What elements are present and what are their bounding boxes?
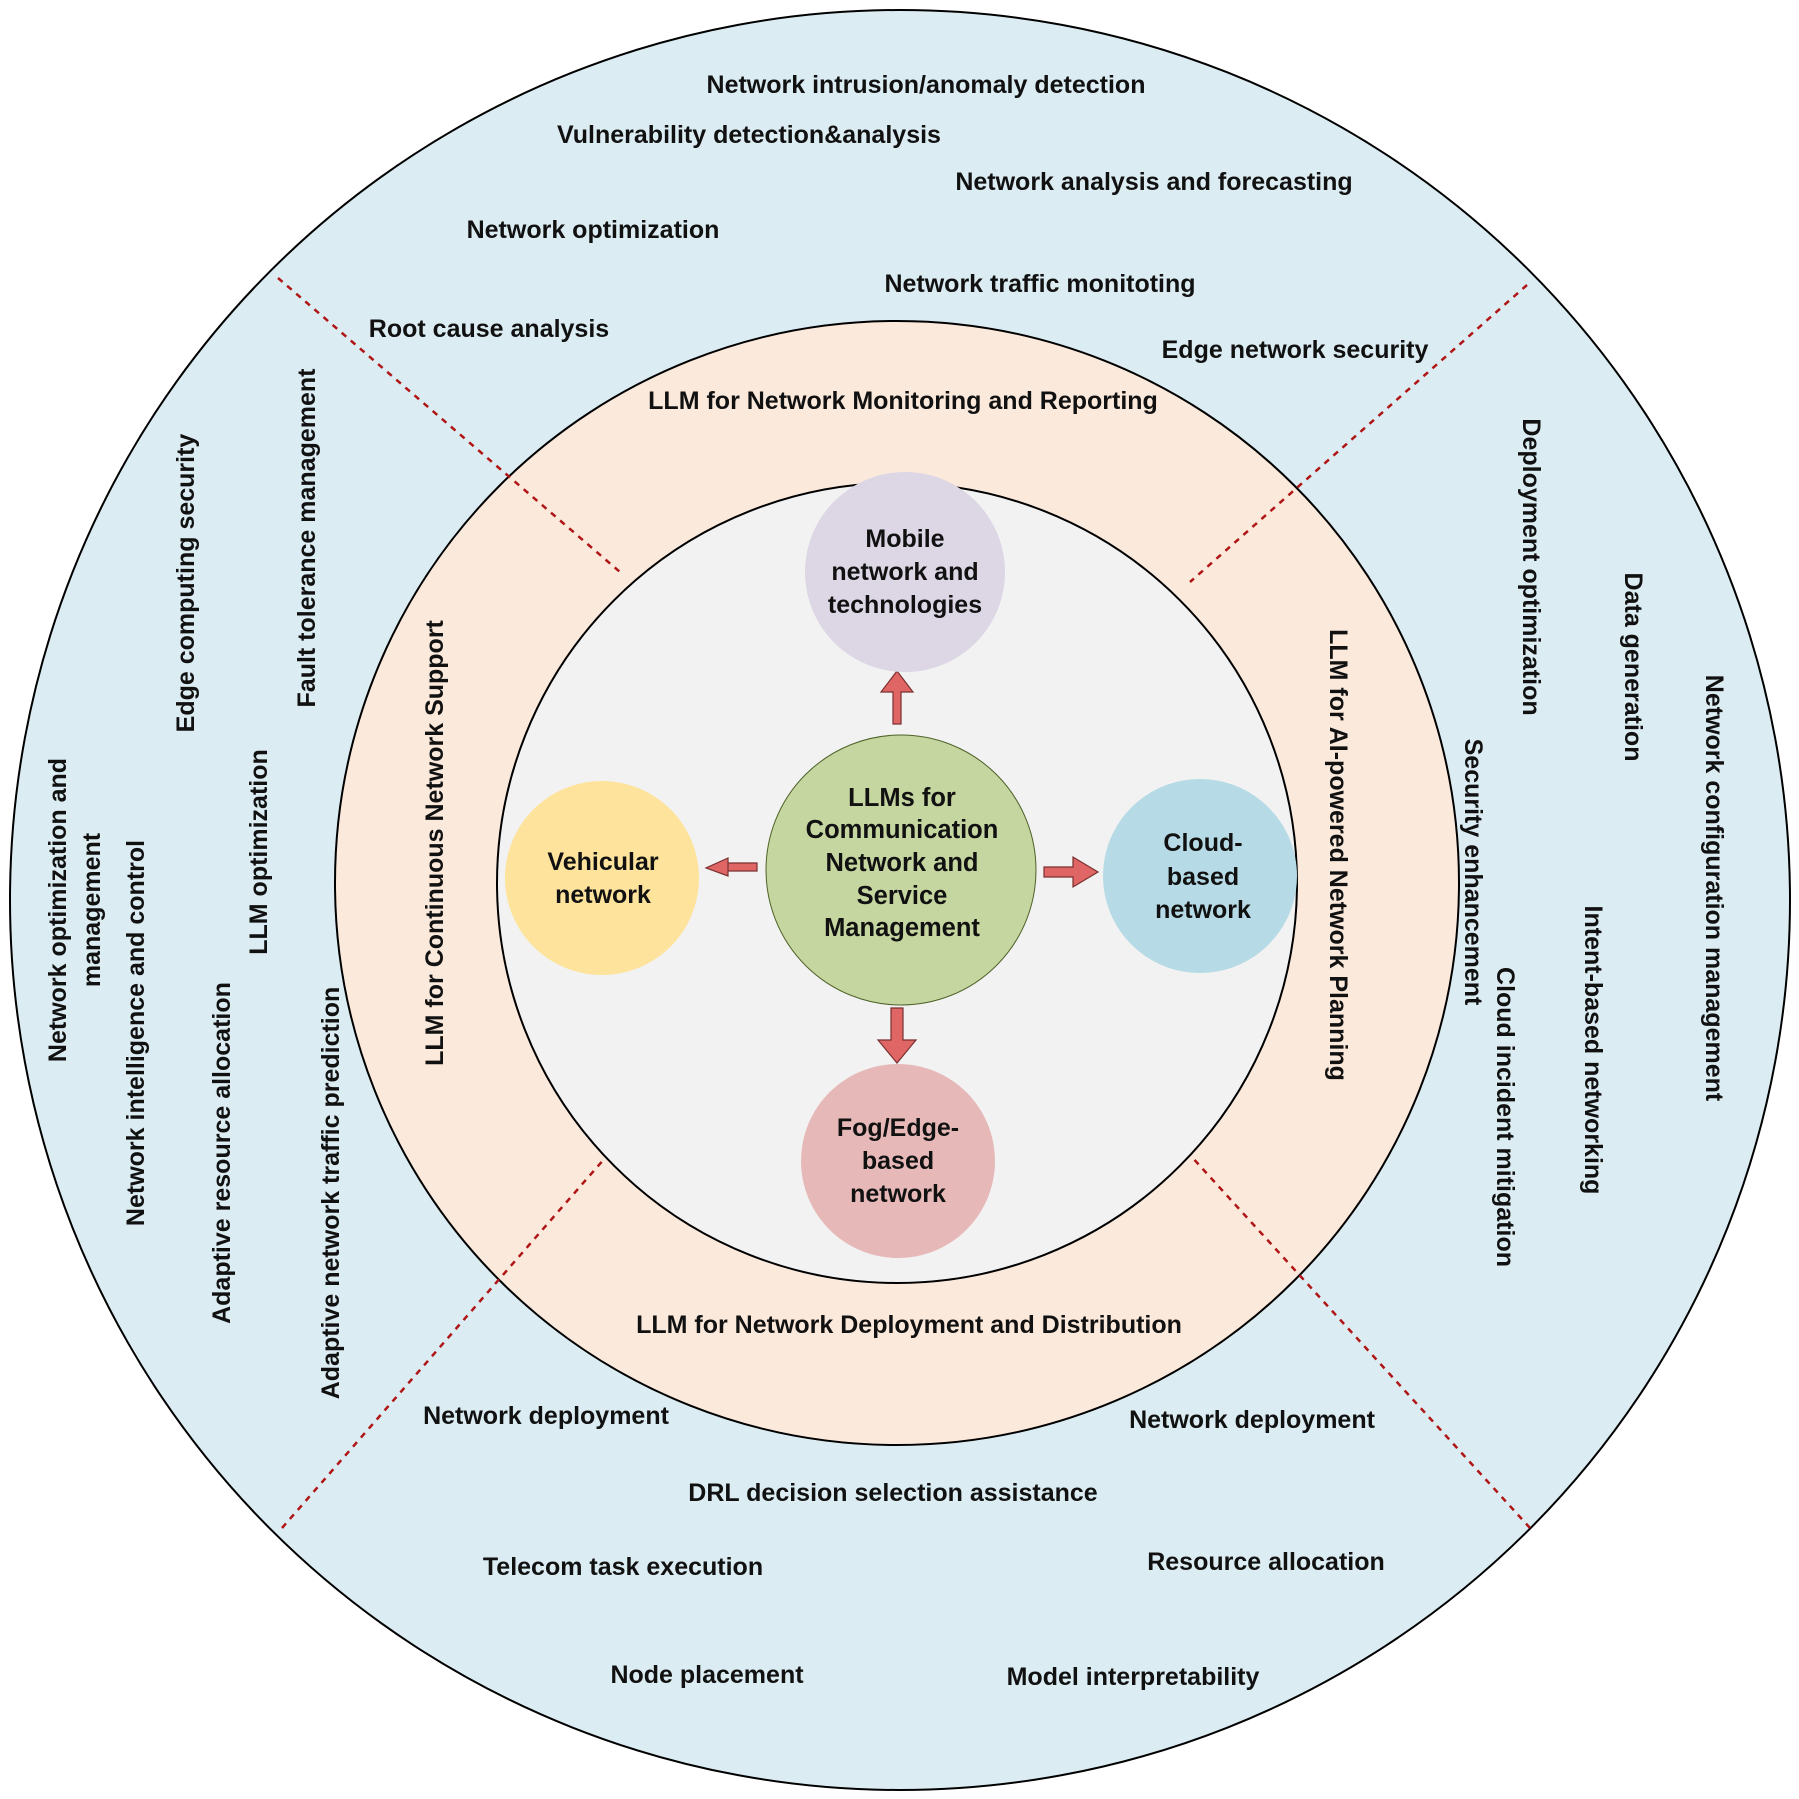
outer-item-network-analysis-forecasting: Network analysis and forecasting (955, 168, 1352, 196)
arrows (704, 670, 1100, 1064)
outer-item-network-optimization: Network optimization (467, 216, 720, 244)
outer-item-fault-tolerance-management: Fault tolerance management (293, 368, 321, 708)
outer-item-security-enhancement: Security enhancement (1459, 739, 1487, 1006)
center-label-line-1: LLMs for (848, 784, 956, 812)
outer-item-adaptive-resource-allocation: Adaptive resource allocation (208, 982, 236, 1324)
divider-top-right (1189, 284, 1528, 583)
arrow-right (1043, 855, 1100, 889)
outer-item-model-interpretability: Model interpretability (1007, 1663, 1260, 1691)
outer-item-root-cause-analysis: Root cause analysis (369, 315, 609, 343)
outer-item-llm-optimization: LLM optimization (245, 749, 273, 955)
mobile-network-label-line-3: technologies (828, 591, 982, 619)
outer-item-drl-decision-selection: DRL decision selection assistance (688, 1479, 1098, 1507)
outer-bottom-items: Network deployment Network deployment DR… (423, 1402, 1385, 1691)
cloud-based-network-label: Cloud- based network (1155, 829, 1251, 924)
outer-item-adaptive-network-traffic-prediction: Adaptive network traffic prediction (317, 987, 345, 1400)
center-label: LLMs for Communication Network and Servi… (806, 784, 999, 942)
outer-item-network-deployment-right: Network deployment (1129, 1406, 1376, 1434)
quadrant-dividers (277, 277, 1531, 1529)
middle-ring-labels: LLM for Network Monitoring and Reporting… (421, 387, 1352, 1339)
outer-item-edge-network-security: Edge network security (1162, 336, 1429, 364)
mobile-network-label: Mobile network and technologies (828, 525, 982, 619)
vehicular-network-circle (505, 781, 699, 975)
arrow-down (876, 1007, 918, 1064)
outer-item-network-deployment-left: Network deployment (423, 1402, 670, 1430)
arrow-up (879, 670, 915, 725)
cloud-based-network-label-line-2: based (1167, 863, 1239, 891)
outer-item-network-optimization-management-2: management (78, 832, 106, 987)
outer-item-edge-computing-security: Edge computing security (172, 434, 200, 733)
mobile-network-label-line-1: Mobile (865, 525, 944, 553)
fog-edge-network-circle (801, 1064, 995, 1258)
outer-item-intent-based-networking: Intent-based networking (1579, 906, 1607, 1195)
outer-item-network-traffic-monitoring: Network traffic monitoting (884, 270, 1195, 298)
divider-bottom-right (1189, 1154, 1531, 1529)
cloud-based-network-circle (1103, 779, 1297, 973)
center-circle (765, 734, 1037, 1006)
outer-item-data-generation: Data generation (1619, 573, 1647, 762)
outer-top-items: Network intrusion/anomaly detection Vuln… (369, 71, 1429, 364)
vehicular-network-label-line-1: Vehicular (547, 848, 658, 876)
vehicular-network-label-line-2: network (555, 881, 651, 909)
ring-label-monitoring-reporting: LLM for Network Monitoring and Reporting (648, 387, 1158, 415)
center-label-line-3: Network and (825, 849, 978, 877)
ring-label-continuous-network-support: LLM for Continuous Network Support (421, 619, 449, 1065)
fog-edge-network-label-line-2: based (862, 1147, 934, 1175)
arrow-left (704, 857, 758, 877)
cloud-based-network-label-line-1: Cloud- (1163, 829, 1242, 857)
mobile-network-label-line-2: network and (831, 558, 978, 586)
outer-left-items: Network optimization and management Netw… (44, 368, 345, 1399)
outer-item-node-placement: Node placement (610, 1661, 804, 1689)
fog-edge-network-label-line-1: Fog/Edge- (837, 1114, 959, 1142)
outer-item-telecom-task-execution: Telecom task execution (483, 1553, 763, 1581)
divider-top-left (277, 277, 621, 573)
mobile-network-circle (805, 472, 1005, 672)
fog-edge-network-label-line-3: network (850, 1180, 946, 1208)
outer-item-cloud-incident-mitigation: Cloud incident mitigation (1491, 967, 1519, 1267)
outer-right-items: Deployment optimization Data generation … (1459, 418, 1728, 1267)
outer-item-vulnerability-detection: Vulnerability detection&analysis (557, 121, 941, 149)
center-label-line-5: Management (824, 914, 980, 942)
cloud-based-network-label-line-3: network (1155, 896, 1251, 924)
outer-item-deployment-optimization: Deployment optimization (1517, 418, 1545, 715)
outer-item-resource-allocation: Resource allocation (1147, 1548, 1385, 1576)
outer-item-network-optimization-management: Network optimization and (44, 758, 72, 1062)
vehicular-network-label: Vehicular network (547, 848, 658, 909)
center-label-line-4: Service (857, 882, 948, 910)
outer-item-network-intrusion-anomaly-detection: Network intrusion/anomaly detection (707, 71, 1146, 99)
outer-item-network-configuration-management: Network configuration management (1700, 675, 1728, 1102)
fog-edge-network-label: Fog/Edge- based network (837, 1114, 959, 1208)
ring-label-ai-powered-network-planning: LLM for AI-powered Network Planning (1324, 629, 1352, 1081)
outer-item-network-intelligence-control: Network intelligence and control (122, 840, 150, 1226)
center-label-line-2: Communication (806, 816, 999, 844)
ring-label-deployment-distribution: LLM for Network Deployment and Distribut… (636, 1311, 1182, 1339)
